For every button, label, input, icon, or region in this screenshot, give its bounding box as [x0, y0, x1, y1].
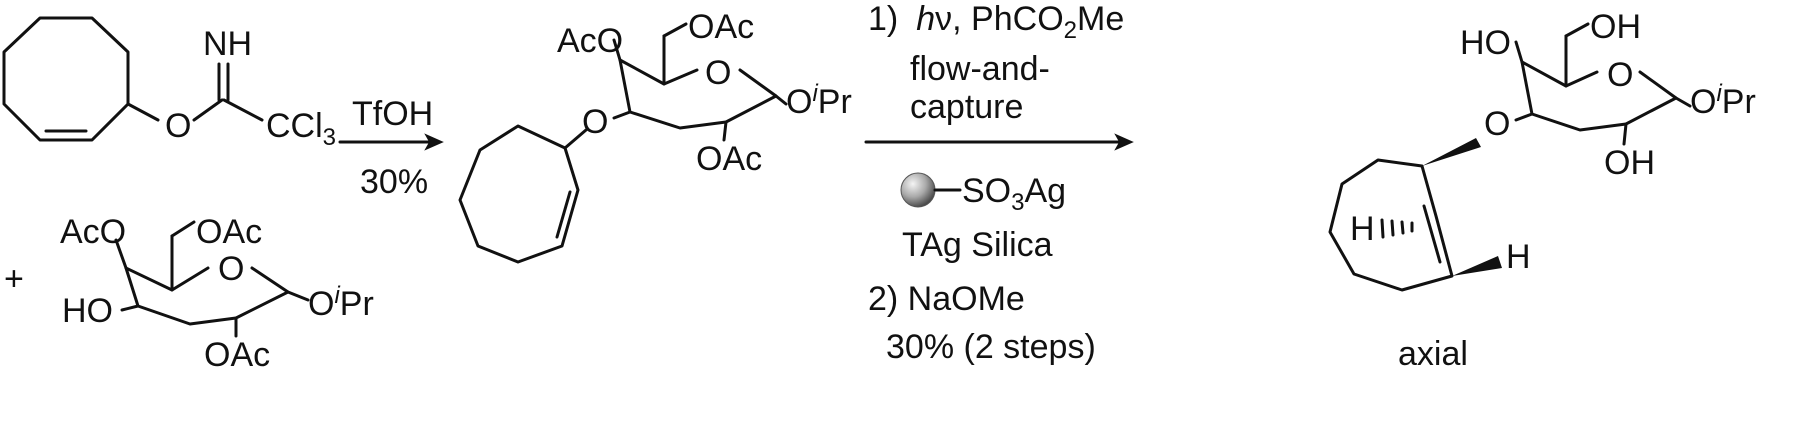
acetoxy-c2-label: OAc [696, 140, 762, 178]
step2-flow-line2: capture [910, 88, 1023, 126]
isopropoxy-o: O [1690, 83, 1716, 121]
step2-cond1-me: Me [1077, 0, 1124, 38]
acetoxy-c2-label: OAc [204, 336, 270, 374]
bond-c4-to-aco [612, 38, 622, 62]
trans-double-bond-inner [1422, 204, 1442, 264]
bond-c3-to-o [612, 110, 632, 120]
acetoxy-c6-label: OAc [688, 8, 754, 46]
isopropoxy-o: O [786, 83, 812, 121]
ring-oxygen-label: O [218, 250, 244, 288]
bond-c4-to-ho [1514, 40, 1524, 64]
trichloromethyl-label: CCl3 [266, 107, 336, 151]
intermediate-glycoside: AcO OAc O O OiPr OAc [458, 8, 852, 264]
product-trans-cyclooctene-glycoside: HO OH O O OiPr OH H H axial [1328, 8, 1756, 373]
galactose-ring-bonds [124, 266, 290, 326]
linking-oxygen-label: O [582, 103, 608, 141]
bond-c1-to-o [774, 94, 788, 106]
bond-o-to-c [192, 98, 224, 122]
bond-c1-to-o [286, 290, 310, 302]
bond-ch2-to-oac [662, 22, 688, 38]
step2-hv-h: h [916, 0, 935, 38]
so3ag-subscript: 3 [1011, 189, 1024, 216]
so3ag-so: SO [962, 172, 1011, 210]
isopropoxy-pr: Pr [818, 83, 852, 121]
isopropoxy-pr: Pr [1722, 83, 1756, 121]
axial-caption: axial [1398, 335, 1468, 373]
step2-cond1-number: 1) [868, 0, 898, 38]
isopropoxy-label: OiPr [786, 80, 852, 121]
isopropoxy-i: i [812, 80, 818, 107]
hydrogen-left-label: H [1350, 210, 1375, 248]
isopropoxy-i: i [1716, 80, 1722, 107]
intermediate-galactose-ring-bonds [618, 58, 778, 130]
linking-oxygen-label: O [1484, 105, 1510, 143]
acetoxy-c4-label: AcO [557, 22, 623, 60]
bond-c2-to-oac [722, 120, 728, 142]
cyclooctene-ring-bonds [2, 16, 130, 142]
wedge-bond-to-h [1452, 256, 1502, 276]
hashed-bond-to-h [1380, 218, 1414, 239]
bond-c3-to-ho [120, 304, 140, 312]
isopropoxy-pr: Pr [340, 285, 374, 323]
bond-ch2-to-oac [170, 220, 196, 238]
step1-arrow-head [424, 133, 444, 151]
product-galactose-ring-bonds [1520, 60, 1678, 132]
product-cyclooctene-ring-bonds [1328, 158, 1454, 292]
imine-nh-label: NH [203, 25, 252, 63]
ring-oxygen-label: O [705, 54, 731, 92]
plus-sign: + [4, 260, 24, 298]
step2-cond1-subscript: 2 [1064, 17, 1077, 44]
ccl3-main: CCl [266, 107, 323, 145]
step2-flow-line1: flow-and- [910, 50, 1050, 88]
silica-bead-icon [900, 172, 936, 208]
bond-c2-to-oh [1622, 122, 1628, 146]
step2-cond1-text: , PhCO [952, 0, 1063, 38]
bond-o-to-cyclooctene [563, 128, 588, 150]
tag-silica-label: TAg Silica [902, 226, 1053, 264]
isopropoxy-label: OiPr [308, 282, 374, 323]
so3ag-ag: Ag [1024, 172, 1066, 210]
bond-ch2-to-oh [1564, 22, 1590, 38]
acetoxy-c6-label: OAc [196, 213, 262, 251]
bond-ring-to-o [126, 102, 160, 122]
ring-oxygen-label: O [1607, 56, 1633, 94]
acetoxy-c4-label: AcO [60, 213, 126, 251]
hydroxy-c3-label: HO [62, 292, 113, 330]
sulfonate-silver-label: SO3Ag [962, 172, 1066, 216]
isopropoxy-label: OiPr [1690, 80, 1756, 121]
hydrogen-right-label: H [1506, 238, 1531, 276]
reactant-galactoside-acceptor: AcO OAc O HO OiPr OAc [60, 213, 374, 374]
step2-yield-label: 30% (2 steps) [886, 328, 1096, 366]
step2-conditions: 1) hν, PhCO2Me flow-and- capture SO3Ag TA… [864, 0, 1134, 366]
isopropoxy-o: O [308, 285, 334, 323]
ring-double-bond-inner [555, 190, 572, 239]
hydroxy-c2-label: OH [1604, 144, 1655, 182]
wedge-bond-to-o [1422, 138, 1481, 166]
bond-c4-to-aco [114, 238, 128, 270]
hydroxy-c4-label: HO [1460, 24, 1511, 62]
step2-condition1-label: 1) hν, PhCO2Me [868, 0, 1124, 44]
step1-conditions: TfOH 30% [338, 95, 444, 201]
ccl3-subscript: 3 [323, 124, 336, 151]
step1-reagent-label: TfOH [352, 95, 433, 133]
hydroxy-c6-label: OH [1590, 8, 1641, 46]
bond-c-to-ccl3 [222, 98, 264, 122]
step2-arrow-head [1114, 133, 1134, 151]
bond-c3-to-o [1514, 112, 1534, 122]
bond-c1-to-o [1674, 96, 1692, 108]
isopropoxy-i: i [334, 282, 340, 309]
ether-o-label: O [165, 107, 191, 145]
intermediate-cyclooctene-ring-bonds [458, 124, 580, 264]
step2-condition2-label: 2) NaOMe [868, 280, 1025, 318]
step2-hv-nu: ν [935, 0, 952, 38]
step1-yield-label: 30% [360, 163, 428, 201]
reactant-cyclooctenyl-imidate: NH O CCl3 [2, 16, 336, 151]
